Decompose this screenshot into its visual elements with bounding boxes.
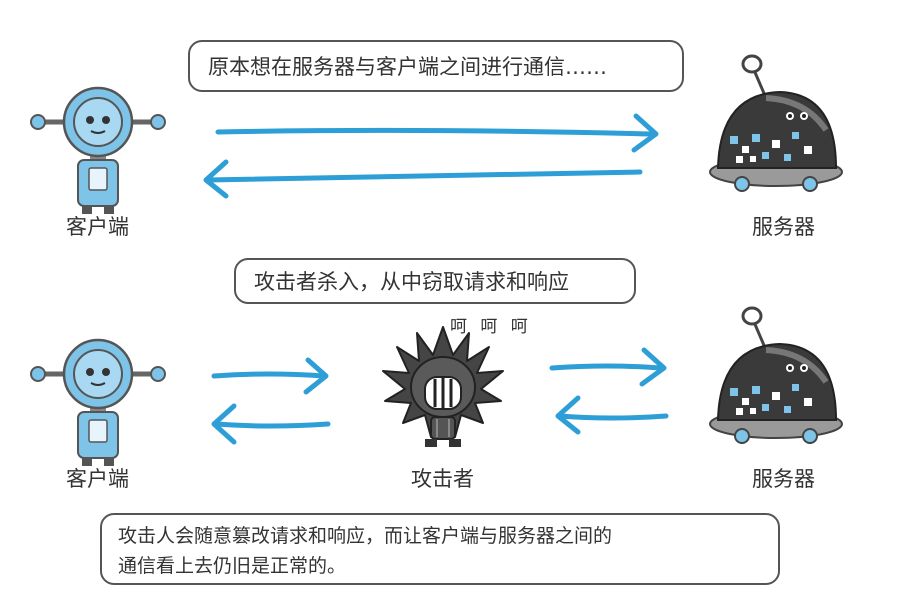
bubble-attack-text: 攻击者杀入，从中窃取请求和响应: [254, 270, 569, 294]
bubble-top-text: 原本想在服务器与客户端之间进行通信……: [208, 55, 607, 79]
speech-bubble-top: 原本想在服务器与客户端之间进行通信……: [188, 40, 684, 92]
response-arrow-top: [203, 159, 643, 199]
client-label-top: 客户端: [66, 215, 129, 239]
server-to-attacker-arrow: [555, 395, 669, 435]
client-to-attacker-arrow: [211, 357, 329, 395]
client-robot-bottom: [31, 340, 165, 466]
attacker-to-client-arrow: [211, 403, 331, 445]
explanation-line-1: 攻击人会随意篡改请求和响应，而让客户端与服务器之间的: [118, 525, 613, 547]
client-robot-top: [31, 88, 165, 214]
attacker-laugh-text: 呵 呵 呵: [450, 317, 532, 337]
server-robot-bottom: [710, 308, 842, 443]
request-arrow-top: [215, 113, 659, 153]
client-label-bottom: 客户端: [66, 467, 129, 491]
attacker-to-server-arrow: [549, 347, 667, 387]
server-label-bottom: 服务器: [752, 467, 815, 491]
attacker-label: 攻击者: [411, 467, 474, 491]
explanation-box: 攻击人会随意篡改请求和响应，而让客户端与服务器之间的 通信看上去仍旧是正常的。: [100, 513, 780, 585]
explanation-line-2: 通信看上去仍旧是正常的。: [118, 555, 347, 577]
server-robot-top: [710, 56, 842, 191]
speech-bubble-attack: 攻击者杀入，从中窃取请求和响应: [234, 258, 636, 304]
attacker-figure: [382, 326, 504, 447]
server-label-top: 服务器: [752, 215, 815, 239]
